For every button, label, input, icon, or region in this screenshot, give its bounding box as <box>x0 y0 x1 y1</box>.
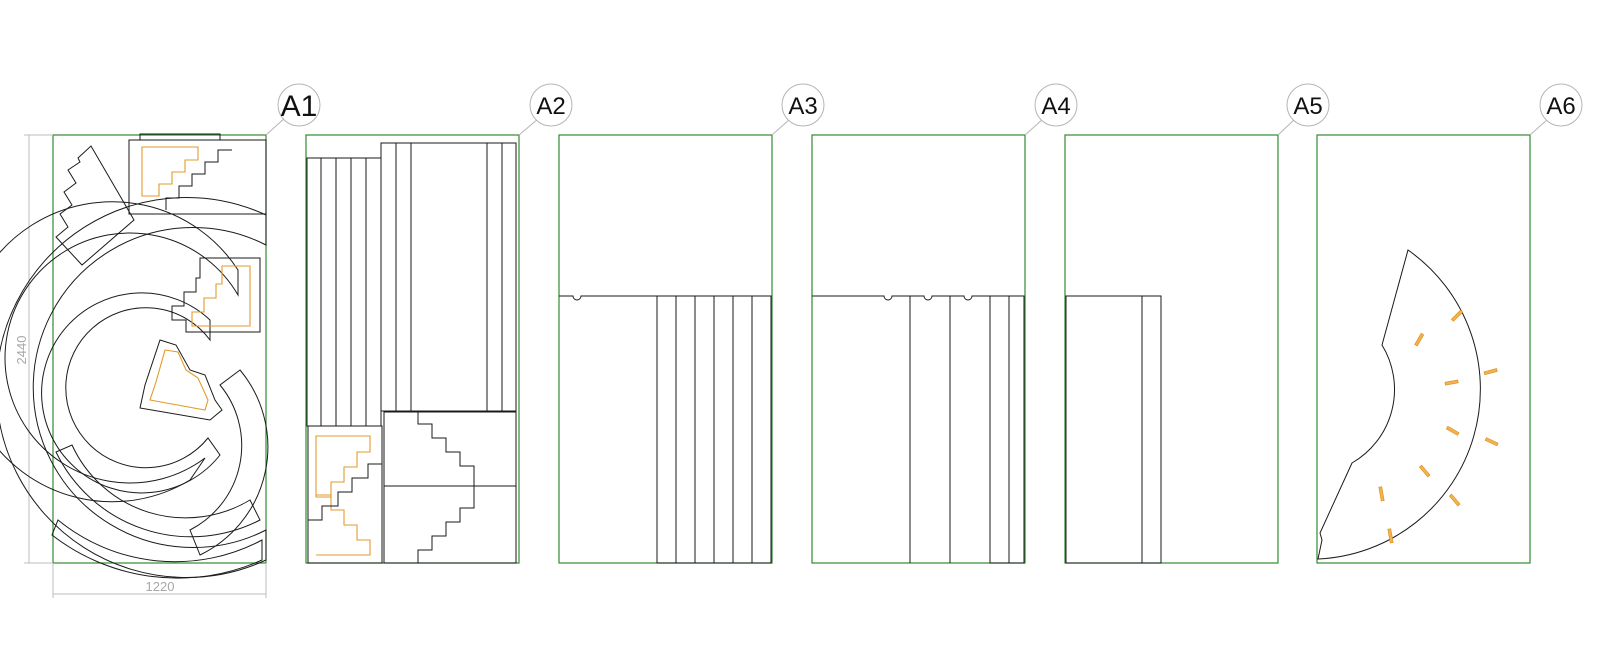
a1-stair-steps-1 <box>139 133 232 210</box>
a3-strip-6 <box>751 295 772 564</box>
sheet-a2 <box>305 134 520 564</box>
sheet-a6-border <box>1316 134 1531 564</box>
label-a4: A4 <box>1024 83 1078 136</box>
a1-engrave-1 <box>141 146 199 197</box>
a2-engrave-1 <box>315 435 371 498</box>
a2-stair-block-3 <box>383 485 517 564</box>
label-a2-text: A2 <box>536 93 565 120</box>
dimension-height: 2440 <box>14 134 53 564</box>
a6-slot-7 <box>1418 464 1431 478</box>
a2-stair-block-2 <box>383 411 517 487</box>
a2-stair-steps-1 <box>308 463 382 521</box>
a2-strip-5 <box>365 157 382 427</box>
a6-slot-8 <box>1448 493 1461 507</box>
a6-slot-1 <box>1450 309 1464 322</box>
a2-stair-steps-3 <box>417 486 475 563</box>
a1-stair-block-2 <box>171 257 261 333</box>
a2-engrave-2 <box>316 494 371 556</box>
sheet-a5-border <box>1064 134 1279 564</box>
a1-arc-inner <box>41 292 221 494</box>
a6-engraving-slots <box>1378 309 1499 544</box>
label-a1-text: A1 <box>281 90 318 123</box>
a2-stair-block-1 <box>307 425 383 564</box>
sheet-a5 <box>1064 134 1279 564</box>
a2-panel-3 <box>410 142 488 412</box>
a2-panel-4 <box>486 142 503 412</box>
a2-panel-1 <box>380 142 397 412</box>
dimension-width-text: 1220 <box>146 579 175 594</box>
a1-step-part-1 <box>55 145 135 266</box>
sheet-a3-border <box>558 134 773 564</box>
a6-slot-9 <box>1378 486 1385 502</box>
a2-stair-steps-2 <box>417 412 475 486</box>
a3-panel-1 <box>559 295 658 563</box>
label-a6-text: A6 <box>1546 93 1575 120</box>
label-a3-text: A3 <box>788 93 817 120</box>
a2-strip-1 <box>306 157 322 427</box>
a4-strip-1 <box>989 295 1010 564</box>
a6-slot-4 <box>1444 379 1459 386</box>
a3-strip-3 <box>694 295 715 564</box>
a1-arc-middle <box>0 201 239 503</box>
a1-stair-block-3 <box>139 339 223 421</box>
a6-annulus-sector <box>1317 249 1481 560</box>
a1-arc-lower-2 <box>55 444 261 538</box>
sheet-labels: A1 A2 A3 A4 A5 A6 <box>265 83 1583 136</box>
a2-panel-2 <box>395 142 412 412</box>
dimension-width: 1220 <box>52 563 267 598</box>
a1-engrave-2 <box>191 265 251 327</box>
a2-strip-4 <box>350 157 367 427</box>
a4-panel-3 <box>950 295 991 563</box>
a6-slot-10 <box>1387 528 1394 544</box>
a1-engrave-3 <box>149 349 209 411</box>
sheet-a3 <box>558 134 773 564</box>
a6-slot-5 <box>1445 425 1460 436</box>
label-a3: A3 <box>771 83 825 136</box>
label-a6: A6 <box>1529 83 1583 136</box>
sheet-a6 <box>1316 134 1531 564</box>
dimension-height-text: 2440 <box>14 336 29 365</box>
label-a1: A1 <box>265 83 321 136</box>
a3-strip-4 <box>713 295 734 564</box>
sheet-a4 <box>811 134 1026 564</box>
a4-panel-1 <box>812 295 911 563</box>
a1-arc-lower-3 <box>51 519 263 579</box>
a1-arc-lower-1 <box>189 369 269 556</box>
a6-slot-3 <box>1483 368 1498 376</box>
a4-strip-2 <box>1008 295 1025 564</box>
sheet-a1-border <box>52 134 267 564</box>
label-a5: A5 <box>1277 83 1330 136</box>
a3-strip-2 <box>675 295 696 564</box>
sheet-a1: 2440 1220 <box>0 133 269 598</box>
label-a2: A2 <box>518 83 573 136</box>
a5-panel-1 <box>1065 295 1143 564</box>
a5-strip-1 <box>1141 295 1162 564</box>
label-a5-text: A5 <box>1293 93 1322 120</box>
a4-panel-2 <box>910 295 951 563</box>
a1-arc-outer <box>0 197 267 578</box>
a2-strip-2 <box>320 157 337 427</box>
label-a4-text: A4 <box>1041 93 1070 120</box>
a6-slot-6 <box>1484 437 1499 447</box>
sheet-a4-border <box>811 134 1026 564</box>
a3-strip-5 <box>732 295 753 564</box>
a6-slot-2 <box>1414 332 1425 347</box>
a3-strip-1 <box>656 295 677 564</box>
a2-strip-3 <box>335 157 352 427</box>
a2-panel-5 <box>501 142 517 412</box>
